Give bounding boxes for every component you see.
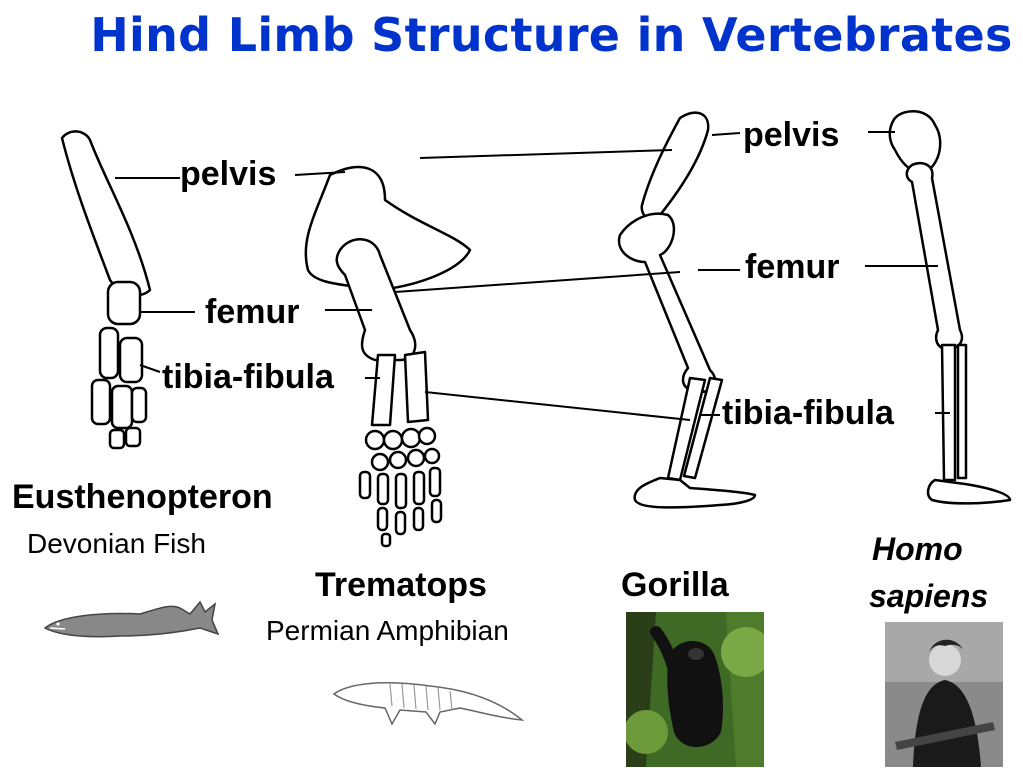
eusthenopteron-name: Eusthenopteron <box>12 478 273 516</box>
label-femur-fish: femur <box>205 293 300 331</box>
human-femur <box>905 161 964 350</box>
trematops-foot <box>358 426 443 548</box>
human-fibula <box>956 343 968 480</box>
gorilla-name: Gorilla <box>621 566 729 604</box>
gorilla-photo <box>626 612 764 767</box>
trematops-period: Permian Amphibian <box>266 615 509 646</box>
human-leg-skeleton <box>888 110 1012 505</box>
gorilla-fibula <box>682 376 724 480</box>
eusthenopteron-femur <box>106 280 142 326</box>
trematops-tibia <box>370 353 397 427</box>
trematops-illustration <box>332 681 525 726</box>
homo-name-line2: sapiens <box>869 578 989 614</box>
eusthenopteron-period: Devonian Fish <box>27 528 206 559</box>
trematops-name: Trematops <box>315 566 487 604</box>
eusthenopteron-caption: Eusthenopteron <box>12 480 273 514</box>
connector-lines <box>115 131 950 421</box>
trematops-limb-skeleton <box>304 165 472 548</box>
eusthenopteron-pelvis <box>60 130 152 297</box>
eusthenopteron-fin-skeleton <box>60 130 152 450</box>
label-pelvis-primate: pelvis <box>743 116 840 154</box>
trematops-fibula <box>403 350 430 424</box>
gorilla-pelvis <box>640 111 710 221</box>
gorilla-leg-skeleton <box>617 111 757 509</box>
eusthenopteron-illustration <box>43 600 220 638</box>
homo-name-line1: Homo <box>872 531 963 567</box>
label-femur-primate: femur <box>745 248 840 286</box>
label-tibia-fibula-primate: tibia-fibula <box>722 394 894 432</box>
label-pelvis-fish: pelvis <box>180 155 277 193</box>
human-foot <box>926 478 1012 505</box>
homo-sapiens-photo <box>885 622 1003 767</box>
gorilla-foot <box>633 476 757 509</box>
label-tibia-fibula-fish: tibia-fibula <box>162 358 334 396</box>
page-title: Hind Limb Structure in Vertebrates <box>90 8 1013 62</box>
gorilla-femur <box>617 212 717 394</box>
